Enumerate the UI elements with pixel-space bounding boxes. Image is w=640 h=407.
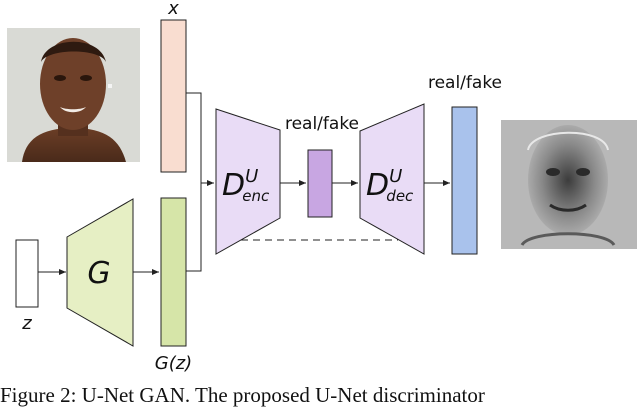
pixel-output-bar [451,106,478,255]
real-face-image [7,28,140,162]
encoder-label-d: D [222,168,245,203]
merge-connector [186,92,202,272]
generator-block [66,198,134,347]
generated-output-bar [160,197,187,347]
x-label: x [167,0,179,19]
real-input-bar [160,19,187,173]
decoder-block [359,103,425,255]
figure-caption: Figure 2: U-Net GAN. The proposed U-Net … [0,383,485,407]
encoder-realfake-label: real/fake [285,114,359,134]
latent-z-bar [15,239,39,308]
bottleneck-bar [307,149,333,218]
decoder-label-sup: U [389,166,402,187]
gz-label: G(z) [155,353,192,374]
encoder-block [215,108,281,255]
decoder-realfake-label: real/fake [428,73,502,93]
z-label: z [21,313,32,334]
decoder-label-d: D [366,168,389,203]
decision-map-image [501,120,637,249]
encoder-label-sup: U [245,166,258,187]
generator-label: G [87,256,110,291]
encoder-label-sub: enc [242,187,270,205]
decoder-label-sub: dec [386,187,414,205]
